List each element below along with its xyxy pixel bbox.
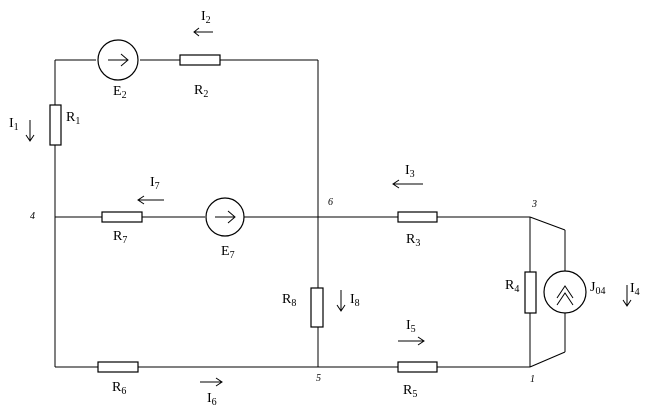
label-i7: I7 — [150, 175, 160, 192]
node-label-5: 5 — [316, 373, 321, 384]
label-r5: R5 — [403, 383, 417, 400]
arrow-i5 — [398, 336, 425, 346]
label-r3: R3 — [406, 232, 420, 249]
resistor-r1 — [49, 104, 62, 146]
node-label-1: 1 — [530, 374, 535, 385]
node-label-3: 3 — [531, 199, 537, 210]
resistor-r5 — [397, 361, 438, 373]
label-i1: I1 — [9, 116, 19, 133]
label-e2: E2 — [113, 84, 127, 101]
arrow-i2 — [193, 27, 213, 37]
source-e7 — [205, 197, 245, 237]
label-i3: I3 — [405, 163, 415, 180]
wire-j-top-diag — [529, 216, 566, 231]
label-r6: R6 — [112, 380, 126, 397]
node-label-4: 4 — [30, 211, 35, 222]
label-e7: E7 — [221, 244, 235, 261]
wire-j-bottom-diag — [529, 351, 566, 368]
arrow-i1 — [25, 120, 35, 142]
label-r4: R4 — [505, 278, 519, 295]
label-i6: I6 — [207, 391, 217, 408]
label-r8: R8 — [282, 292, 296, 309]
resistor-r3 — [397, 211, 438, 223]
current-source-j04 — [543, 270, 587, 314]
label-i5: I5 — [406, 318, 416, 335]
arrow-i6 — [200, 377, 223, 387]
resistor-r8 — [310, 287, 324, 328]
arrow-i4 — [622, 285, 632, 307]
arrow-i3 — [392, 179, 423, 189]
resistor-r4 — [524, 271, 537, 314]
arrow-i7 — [137, 195, 164, 205]
label-r7: R7 — [113, 229, 127, 246]
resistor-r6 — [97, 361, 139, 373]
resistor-r2 — [179, 54, 221, 66]
label-i4: I4 — [630, 281, 640, 298]
label-r2: R2 — [194, 83, 208, 100]
label-i2: I2 — [201, 9, 211, 26]
source-e2 — [97, 39, 139, 81]
label-j04: J04 — [590, 280, 605, 297]
node-label-6: 6 — [328, 197, 333, 208]
arrow-i8 — [336, 290, 346, 312]
wires — [54, 59, 566, 368]
label-r1: R1 — [66, 110, 80, 127]
label-i8: I8 — [350, 292, 360, 309]
resistor-r7 — [101, 211, 143, 223]
